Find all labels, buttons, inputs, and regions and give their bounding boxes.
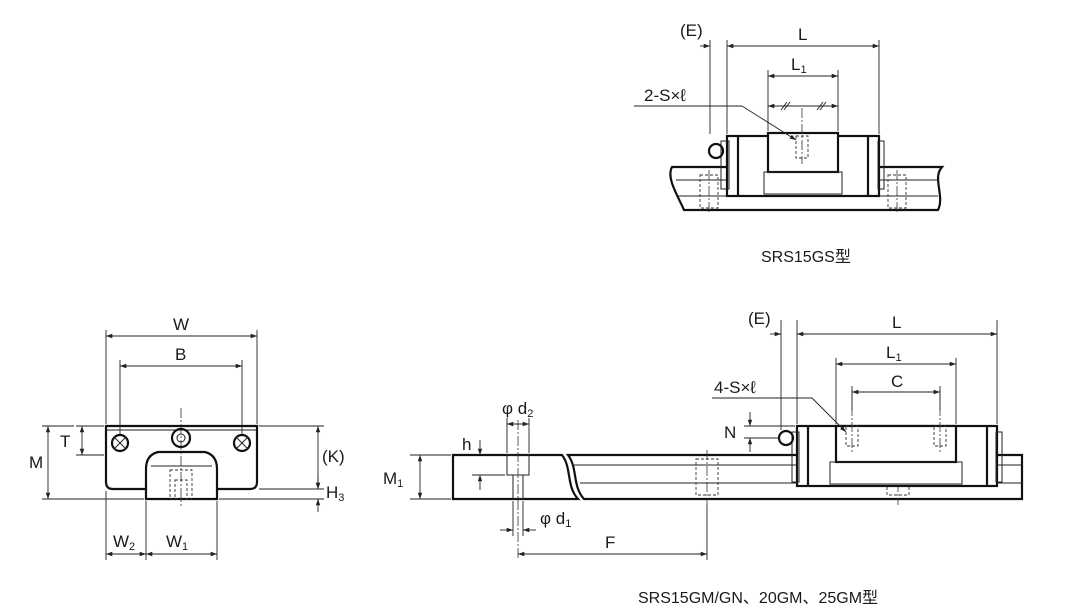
dim-H3: H3 <box>326 483 344 504</box>
grease-nipple-icon <box>707 142 725 160</box>
dim-E-side: (E) <box>748 309 771 328</box>
dim-C: C <box>891 372 903 391</box>
mounting-hole-right-icon <box>232 433 252 453</box>
label-2-S-x-l: 2-S×ℓ <box>644 86 686 105</box>
side-grease-nipple-icon <box>777 429 795 447</box>
label-4-S-x-l: 4-S×ℓ <box>714 378 756 397</box>
top-rail <box>669 165 945 212</box>
side-rail <box>451 453 581 501</box>
dim-L-top: L <box>798 25 807 44</box>
dim-M: M <box>29 453 43 472</box>
end-grease-nipple-icon <box>170 427 192 449</box>
dim-K: (K) <box>322 447 345 466</box>
mounting-hole-left-icon <box>110 433 130 453</box>
dim-d1: φ d1 <box>540 509 571 530</box>
dim-B: B <box>175 345 186 364</box>
dim-E-top: (E) <box>680 21 703 40</box>
dim-T: T <box>60 432 70 451</box>
dim-h: h <box>462 435 471 454</box>
dim-W1: W1 <box>166 532 188 553</box>
top-view-srs15gs: L (E) L1 2-S×ℓ SRS15GS型 <box>634 21 945 266</box>
caption-srs15gm: SRS15GM/GN、20GM、25GM型 <box>638 589 878 607</box>
caption-srs15gs: SRS15GS型 <box>761 248 851 266</box>
dim-N: N <box>724 423 736 442</box>
end-view: W B T M (K) H3 W2 W1 <box>29 315 345 560</box>
side-view-srs15gm: L (E) L1 C 4-S×ℓ N φ d2 h <box>383 309 1024 607</box>
dim-W: W <box>173 315 189 334</box>
dim-M1: M1 <box>383 469 403 490</box>
dim-W2: W2 <box>113 532 135 553</box>
dim-L-side: L <box>892 313 901 332</box>
dim-d2: φ d2 <box>502 399 533 420</box>
dim-L1-top: L1 <box>791 55 807 76</box>
dim-L1-side: L1 <box>886 343 902 364</box>
end-rail <box>144 450 219 501</box>
dim-F: F <box>605 533 615 552</box>
